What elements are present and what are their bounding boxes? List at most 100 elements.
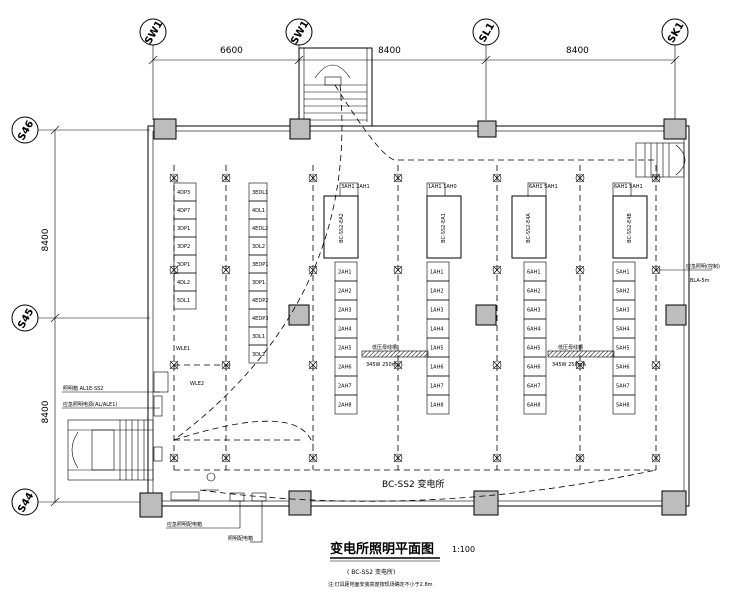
switchboard-label: BC-SS2-E4B bbox=[627, 213, 633, 243]
axis-bubble-top-4: SK1 bbox=[661, 18, 689, 46]
dim-text: 8400 bbox=[41, 228, 51, 251]
light-fixture-icon bbox=[651, 453, 661, 463]
cabinet-cell-label: 6AH5 bbox=[527, 346, 541, 352]
cabinet-cell-label: 1AH5 bbox=[430, 346, 444, 352]
column bbox=[139, 492, 163, 518]
light-fixture-icon bbox=[393, 173, 403, 183]
light-fixtures bbox=[169, 173, 661, 463]
light-fixture-icon bbox=[651, 173, 661, 183]
cabinet-cell-label: 3DP1 bbox=[252, 280, 265, 286]
switchboard-e4b: 6AH1 5AH1 BC-SS2-E4B bbox=[612, 182, 648, 259]
cabinet-cell-label: 6AH7 bbox=[527, 384, 541, 390]
light-fixture-icon bbox=[308, 360, 318, 370]
drawing-subtitle: ( BC-SS2 变电所) bbox=[347, 568, 395, 576]
axis-bubble-left-1: S46 bbox=[11, 116, 39, 144]
cabinet-cell-label: 5AH6 bbox=[616, 365, 630, 371]
light-fixture-icon bbox=[308, 265, 318, 275]
cabinet-cell-label: 3DL2 bbox=[252, 244, 265, 250]
cabinet-cell-label: 6AH3 bbox=[527, 308, 541, 314]
busbar-sublabel: 345W 250mA bbox=[552, 362, 586, 368]
cabinet-cell-label: 2AH2 bbox=[338, 289, 352, 295]
callout-text: 照明箱 AL1E-SS2 bbox=[63, 385, 103, 392]
lighting-circuits bbox=[173, 84, 657, 502]
light-fixture-icon bbox=[169, 453, 179, 463]
axis-bubble-top-2: SW1 bbox=[285, 18, 313, 46]
busbar-label: 低压母线槽 bbox=[558, 344, 583, 351]
callout-text: 照明配电箱 bbox=[228, 535, 253, 542]
switchboard-label: BC-SS2-EA2 bbox=[339, 213, 345, 243]
cabinet-cell-label: 1AH2 bbox=[430, 289, 444, 295]
light-fixture-icon bbox=[492, 453, 502, 463]
cabinet-cell-label: 3DP1 bbox=[177, 262, 190, 268]
column bbox=[663, 118, 687, 140]
cabinet-cell-label: 4DL2 bbox=[177, 280, 190, 286]
drawing-scale: 1:100 bbox=[452, 545, 475, 554]
stair-right bbox=[644, 143, 686, 177]
switchboard-ea2: 3AH1 2AH1 BC-SS2-EA2 bbox=[323, 182, 370, 259]
cabinet-cell-label: 2AH7 bbox=[338, 384, 352, 390]
cabinet-cell-label: 1AH7 bbox=[430, 384, 444, 390]
cabinet-cell-label: 2AH4 bbox=[338, 327, 352, 333]
cabinet-cell-label: 1AH8 bbox=[430, 403, 444, 409]
light-fixture-icon bbox=[169, 360, 179, 370]
stair-left bbox=[71, 420, 145, 480]
cabinet-cell-label: 6AH8 bbox=[527, 403, 541, 409]
busbar-b: 低压母线槽 345W 250mA bbox=[547, 344, 615, 368]
column bbox=[475, 304, 497, 326]
dim-text: 8400 bbox=[566, 46, 589, 56]
light-fixture-icon bbox=[492, 173, 502, 183]
column bbox=[661, 490, 687, 516]
cabinet-cell-label: 2AH1 bbox=[338, 270, 352, 276]
callout-text: 应急照明电源(AL/ALE1) bbox=[63, 401, 117, 408]
cabinet-cell-label: 3DL1 bbox=[252, 334, 265, 340]
light-fixture-icon bbox=[492, 265, 502, 275]
light-fixture-icon bbox=[492, 360, 502, 370]
axis-bubble-top-1: SW1 bbox=[139, 18, 167, 46]
light-fixture-icon bbox=[221, 265, 231, 275]
busbar-a: 低压母线槽 345W 250mA bbox=[361, 344, 429, 368]
cabinet-cell-label: 1AH1 bbox=[430, 270, 444, 276]
title-block: 变电所照明平面图 1:100 ( BC-SS2 变电所) 注:灯具距地面安装高度… bbox=[328, 541, 475, 588]
circuit-label-wle2: WLE2 bbox=[190, 381, 204, 387]
cabinet-cell-label: 2AH6 bbox=[338, 365, 352, 371]
dim-text: 8400 bbox=[41, 400, 51, 423]
cabinet-cell bbox=[523, 394, 547, 415]
cabinet-cell-label: 3EDL1 bbox=[252, 190, 268, 196]
column bbox=[288, 490, 312, 516]
top-dimension: 6600 8400 8400 bbox=[148, 46, 680, 65]
busbar-label: 低压母线槽 bbox=[372, 344, 397, 351]
cabinet-cell-label: 1AH6 bbox=[430, 365, 444, 371]
column bbox=[153, 118, 177, 140]
axis-label: SW1 bbox=[289, 19, 311, 46]
light-fixture-icon bbox=[308, 453, 318, 463]
axis-label: S44 bbox=[16, 491, 36, 515]
light-fixture-icon bbox=[393, 360, 403, 370]
switchboard-label: BC-SS2-E4A bbox=[526, 213, 532, 243]
cabinet-cell-label: 4EDL2 bbox=[252, 226, 268, 232]
cabinet-cell-label: 1AH3 bbox=[430, 308, 444, 314]
dim-text: 8400 bbox=[378, 46, 401, 56]
cabinet-cell-label: 4EDP2 bbox=[252, 298, 268, 304]
cabinet-cell-label: 3EDP1 bbox=[252, 262, 268, 268]
cabinet-cell-label: 5AH8 bbox=[616, 403, 630, 409]
light-fixture-icon bbox=[651, 360, 661, 370]
cabinet-cell-label: 6AH4 bbox=[527, 327, 541, 333]
cabinet-cell-label: 5AH2 bbox=[616, 289, 630, 295]
axis-label: S46 bbox=[16, 119, 36, 143]
room-label: BC-SS2 变电所 bbox=[382, 478, 445, 490]
light-fixture-icon bbox=[575, 265, 585, 275]
cabinet-cell-label: 4DP3 bbox=[177, 190, 190, 196]
switchboard-e4a: 6AH1 5AH1 BC-SS2-E4A bbox=[511, 182, 558, 259]
cabinet-cell-label: 4DP7 bbox=[177, 208, 190, 214]
cabinet-cell-label: 6AH6 bbox=[527, 365, 541, 371]
light-fixture-icon bbox=[393, 265, 403, 275]
callout-text: BLA-5m bbox=[690, 278, 710, 284]
axis-label: S45 bbox=[16, 307, 36, 331]
light-fixture-icon bbox=[221, 360, 231, 370]
cabinet-cell-label: 5AH7 bbox=[616, 384, 630, 390]
drawing-title: 变电所照明平面图 bbox=[330, 541, 434, 557]
